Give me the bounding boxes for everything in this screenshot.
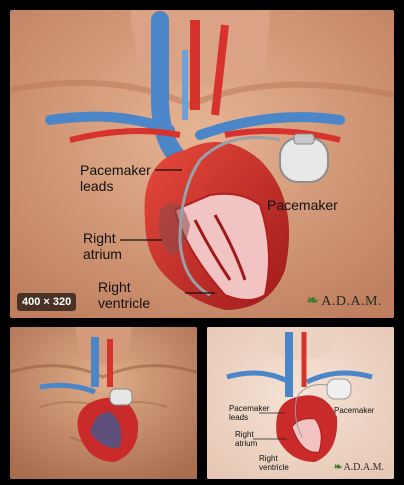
- thumb2-label-pacemaker: Pacemaker: [334, 406, 375, 415]
- adam-mark-small-icon: ❧: [334, 462, 343, 473]
- chest-heart-illustration: [10, 327, 197, 479]
- pacemaker-diagram-illustration: Pacemaker leads Pacemaker Right atrium R…: [207, 327, 394, 479]
- thumb2-label-right-ventricle-line1: Right: [259, 454, 278, 463]
- adam-logo-small-text: A.D.A.M.: [343, 462, 384, 473]
- thumb2-label-pacemaker-leads-line1: Pacemaker: [229, 404, 270, 413]
- adam-logo-small: ❧A.D.A.M.: [334, 462, 384, 473]
- label-pacemaker-leads-line1: Pacemaker: [80, 162, 151, 178]
- adam-logo: ❧A.D.A.M.: [307, 293, 382, 310]
- thumbnail-pacemaker-diagram[interactable]: Pacemaker leads Pacemaker Right atrium R…: [207, 327, 394, 479]
- label-pacemaker-leads-line2: leads: [80, 178, 113, 194]
- image-size-badge: 400 × 320: [17, 293, 77, 311]
- label-right-ventricle-line1: Right: [98, 279, 131, 295]
- thumb2-label-right-ventricle-line2: ventricle: [259, 463, 289, 472]
- label-right-atrium-line1: Right: [83, 230, 116, 246]
- thumb2-label-pacemaker-leads-line2: leads: [229, 413, 248, 422]
- adam-logo-text: A.D.A.M.: [321, 294, 382, 309]
- label-right-ventricle-line2: ventricle: [98, 295, 150, 311]
- heart-pacemaker-illustration: Pacemaker leads Pacemaker Right atrium R…: [10, 10, 394, 318]
- thumb2-label-right-atrium-line1: Right: [235, 430, 254, 439]
- adam-mark-icon: ❧: [306, 294, 320, 309]
- main-image-result[interactable]: Pacemaker leads Pacemaker Right atrium R…: [10, 10, 394, 318]
- label-pacemaker: Pacemaker: [267, 197, 338, 213]
- thumb2-label-right-atrium-line2: atrium: [235, 439, 258, 448]
- label-right-atrium-line2: atrium: [83, 246, 122, 262]
- thumbnail-chest-heart[interactable]: [10, 327, 197, 479]
